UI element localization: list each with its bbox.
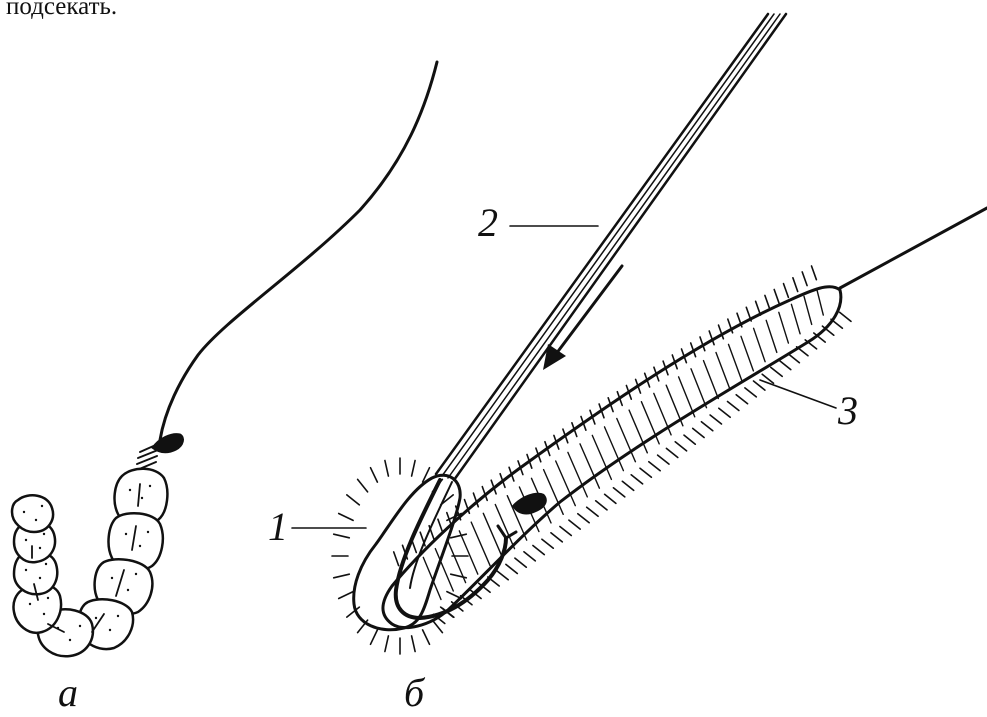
bristle	[765, 295, 770, 309]
bristle	[569, 520, 580, 529]
worm-segment	[12, 495, 53, 532]
bristle	[779, 361, 790, 370]
bristle	[533, 546, 544, 555]
fishing-line-b	[840, 208, 987, 288]
hatch-line	[817, 288, 824, 315]
bristle	[334, 574, 350, 578]
bristle	[701, 422, 712, 431]
bristle	[394, 552, 399, 566]
caption-b: б	[404, 670, 426, 715]
bristle	[649, 462, 660, 471]
bristle	[339, 592, 353, 599]
bristle	[432, 620, 442, 633]
fishing-line-a	[160, 62, 437, 440]
hatch-line	[691, 369, 707, 408]
bristle	[451, 574, 467, 578]
bristle	[551, 533, 562, 542]
hatch-line	[729, 344, 742, 380]
bristle	[710, 415, 721, 424]
bristle	[596, 501, 607, 510]
larva-hatching	[423, 288, 823, 599]
label-leader-3	[760, 380, 836, 408]
bristle	[358, 479, 368, 492]
hatch-line	[791, 304, 800, 334]
bristle	[578, 514, 589, 523]
hatch-line	[716, 353, 730, 390]
bristle	[784, 284, 789, 298]
hatch-line	[666, 385, 683, 426]
hatch-line	[471, 522, 490, 566]
hatch-line	[483, 513, 502, 557]
label-3: 3	[837, 388, 858, 433]
top-clipped-text: подсекать.	[6, 0, 117, 20]
bristle	[640, 468, 651, 477]
bristle	[693, 428, 704, 437]
hatch-line	[459, 531, 478, 574]
hatch-line	[679, 377, 695, 417]
bristle	[774, 290, 779, 304]
bristle	[412, 636, 416, 652]
larva-bristles	[332, 266, 851, 654]
bristle	[605, 494, 616, 503]
bristle	[840, 312, 851, 321]
bristle	[736, 395, 747, 404]
bristle	[412, 461, 416, 477]
bristle	[658, 455, 669, 464]
larva-knot	[512, 493, 547, 515]
bristle	[793, 278, 798, 292]
bristle	[515, 558, 526, 567]
bristle	[745, 388, 756, 397]
bristle	[728, 402, 739, 411]
bristle	[771, 367, 782, 376]
bristle	[719, 408, 730, 417]
hatch-line	[741, 336, 753, 371]
bristle	[756, 301, 761, 315]
bristle	[497, 571, 508, 580]
bristle	[371, 630, 378, 644]
worm-a	[12, 469, 167, 657]
bristle	[831, 319, 842, 328]
bristle	[812, 266, 817, 280]
hatch-line	[804, 296, 812, 324]
bristle	[675, 442, 686, 451]
bristle	[666, 448, 677, 457]
hook-shank	[436, 14, 786, 480]
bristle	[524, 552, 535, 561]
bristle	[438, 519, 443, 533]
bristle	[385, 461, 389, 477]
bristle	[802, 272, 807, 286]
figure-a-worm-on-hook	[12, 62, 437, 656]
hatch-line	[704, 361, 719, 399]
hatch-line	[779, 312, 789, 343]
bristle	[613, 488, 624, 497]
bristle	[684, 435, 695, 444]
bristle	[788, 354, 799, 363]
bristle	[560, 527, 571, 536]
figure-b-baited-hook	[292, 14, 987, 654]
bristle	[385, 636, 389, 652]
bristle	[797, 347, 808, 356]
hatch-line	[754, 328, 766, 361]
caption-a: а	[58, 670, 78, 715]
bristle	[339, 514, 353, 521]
hatch-line	[766, 320, 777, 352]
bristle	[754, 381, 765, 390]
bristle	[334, 534, 350, 538]
bristle	[423, 630, 430, 644]
bristle	[587, 507, 598, 516]
bristle	[371, 468, 378, 482]
label-1: 1	[268, 504, 288, 549]
bristle	[622, 481, 633, 490]
bristle	[451, 534, 467, 538]
label-2: 2	[478, 200, 498, 245]
bristle	[631, 475, 642, 484]
bristle	[347, 495, 360, 505]
bristle	[447, 592, 461, 599]
bristle	[542, 539, 553, 548]
hatch-line	[654, 393, 671, 435]
bristle	[506, 564, 517, 573]
